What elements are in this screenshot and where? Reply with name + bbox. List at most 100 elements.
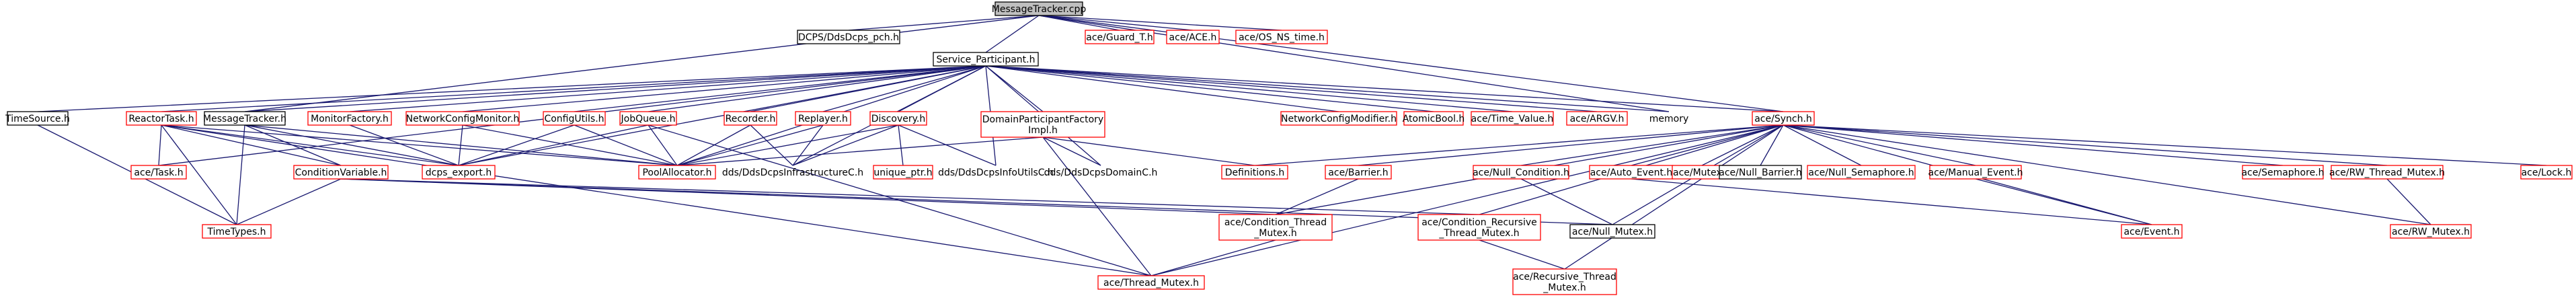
node-null-barrier[interactable]: ace/Null_Barrier.h: [1719, 165, 1802, 180]
node-semaphore[interactable]: ace/Semaphore.h: [2241, 165, 2325, 180]
edge-domain-participant-factory-impl-to-definitions: [1042, 137, 1255, 166]
node-info-utils-c: dds/DdsDcpsInfoUtilsC.h: [938, 167, 1054, 178]
node-label: ace/Lock.h: [2522, 167, 2572, 178]
node-ace-task[interactable]: ace/Task.h: [130, 165, 187, 180]
node-label: DCPS/DdsDcps_pch.h: [798, 32, 899, 43]
node-synch[interactable]: ace/Synch.h: [1752, 111, 1815, 126]
node-condition-thread-mutex[interactable]: ace/Condition_Thread_Mutex.h: [1218, 214, 1333, 241]
node-rw-mutex[interactable]: ace/RW_Mutex.h: [2390, 224, 2472, 239]
node-ace-event[interactable]: ace/Event.h: [2121, 224, 2183, 239]
node-box: [1403, 111, 1464, 126]
edge-service-participant-to-monitor-factory: [349, 65, 986, 112]
node-condition-variable[interactable]: ConditionVariable.h: [293, 165, 389, 180]
node-ace-lock[interactable]: ace/Lock.h: [2520, 165, 2573, 180]
node-label: ace/Synch.h: [1754, 114, 1812, 124]
node-label: dds/DdsDcpsInfrastructureC.h: [722, 167, 863, 178]
node-reactor-task[interactable]: ReactorTask.h: [126, 111, 197, 126]
node-label: ace/RW_Thread_Mutex.h: [2329, 167, 2445, 178]
node-box: [293, 165, 389, 180]
node-job-queue[interactable]: JobQueue.h: [619, 111, 677, 126]
node-label: Replayer.h: [798, 114, 848, 124]
edge-reactor-task-to-dcps-export: [161, 124, 459, 166]
node-box: [1807, 165, 1916, 180]
node-label: AtomicBool.h: [1403, 114, 1465, 124]
node-monitor-factory[interactable]: MonitorFactory.h: [307, 111, 392, 126]
node-box: [1752, 111, 1815, 126]
node-label: Recorder.h: [726, 114, 776, 124]
edge-recorder-to-infrastructure-c: [750, 124, 793, 166]
node-dcps-pch[interactable]: DCPS/DdsDcps_pch.h: [797, 30, 900, 44]
node-network-config-monitor[interactable]: NetworkConfigMonitor.h: [405, 111, 520, 126]
edge-condition-variable-to-condition-recursive-thread-mutex: [340, 178, 1480, 215]
node-guard-t[interactable]: ace/Guard_T.h: [1085, 30, 1155, 44]
node-time-value[interactable]: ace/Time_Value.h: [1471, 111, 1554, 126]
node-label: ace/Semaphore.h: [2241, 167, 2324, 178]
edge-discovery-to-pool-allocator: [676, 124, 899, 166]
node-config-utils[interactable]: ConfigUtils.h: [543, 111, 606, 126]
node-null-semaphore[interactable]: ace/Null_Semaphore.h: [1807, 165, 1916, 180]
node-label: ace/ACE.h: [1169, 32, 1217, 43]
node-label: memory: [1649, 114, 1689, 124]
edge-message-tracker-cpp-to-service-participant: [985, 15, 1040, 53]
edge-message-tracker-cpp-to-os-ns-time: [1038, 15, 1282, 31]
node-message-tracker-h[interactable]: MessageTracker.h: [203, 111, 286, 126]
node-box: [2242, 165, 2324, 180]
node-label: ace/Condition_Thread: [1224, 217, 1327, 228]
node-label: ace/Barrier.h: [1328, 167, 1388, 178]
edge-service-participant-to-job-queue: [648, 65, 986, 112]
node-null-condition[interactable]: ace/Null_Condition.h: [1473, 165, 1569, 180]
node-recorder[interactable]: Recorder.h: [724, 111, 777, 126]
node-domain-c: dds/DdsDcpsDomainC.h: [1044, 167, 1158, 178]
node-definitions[interactable]: Definitions.h: [1221, 165, 1288, 180]
node-discovery[interactable]: Discovery.h: [869, 111, 927, 126]
edge-barrier-to-condition-thread-mutex: [1275, 178, 1359, 215]
node-dcps-export[interactable]: dcps_export.h: [422, 165, 496, 180]
edge-reactor-task-to-time-types: [161, 124, 237, 225]
node-time-source[interactable]: TimeSource.h: [5, 111, 70, 126]
node-atomic-bool[interactable]: AtomicBool.h: [1403, 111, 1465, 126]
node-os-ns-time[interactable]: ace/OS_NS_time.h: [1235, 30, 1328, 44]
node-label: ReactorTask.h: [128, 114, 194, 124]
node-argv[interactable]: ace/ARGV.h: [1566, 111, 1628, 126]
edge-reactor-task-to-ace-task: [158, 124, 162, 166]
node-time-types[interactable]: TimeTypes.h: [202, 224, 272, 239]
edge-reactor-task-to-condition-variable: [161, 124, 342, 166]
node-box: [724, 111, 777, 126]
node-service-participant[interactable]: Service_Participant.h: [933, 52, 1039, 67]
node-thread-mutex[interactable]: ace/Thread_Mutex.h: [1097, 275, 1205, 290]
node-box: [1569, 224, 1655, 239]
edge-auto-event-to-ace-event: [1631, 178, 2152, 225]
node-auto-event[interactable]: ace/Auto_Event.h: [1589, 165, 1674, 180]
node-box: [202, 224, 272, 239]
node-box: [1417, 214, 1541, 241]
node-label: _Mutex.h: [1543, 282, 1586, 293]
node-box: [1471, 111, 1554, 126]
node-barrier[interactable]: ace/Barrier.h: [1325, 165, 1392, 180]
node-manual-event[interactable]: ace/Manual_Event.h: [1928, 165, 2023, 180]
node-message-tracker-cpp[interactable]: MessageTracker.cpp: [992, 1, 1087, 16]
node-network-config-modifier[interactable]: NetworkConfigModifier.h: [1280, 111, 1397, 126]
node-label: Discovery.h: [871, 114, 926, 124]
edge-service-participant-to-argv: [985, 65, 1598, 112]
node-null-mutex[interactable]: ace/Null_Mutex.h: [1569, 224, 1655, 239]
node-condition-recursive-thread-mutex[interactable]: ace/Condition_Recursive_Thread_Mutex.h: [1417, 214, 1541, 241]
node-ace-h[interactable]: ace/ACE.h: [1166, 30, 1220, 44]
node-label: NetworkConfigModifier.h: [1281, 114, 1397, 124]
node-label: ace/RW_Mutex.h: [2392, 227, 2470, 237]
edge-discovery-to-info-utils-c: [898, 124, 997, 166]
edge-network-config-monitor-to-dcps-export: [458, 124, 463, 166]
node-box: [797, 30, 900, 44]
node-unique-ptr[interactable]: unique_ptr.h: [873, 165, 933, 180]
node-box: [126, 111, 197, 126]
node-rw-thread-mutex[interactable]: ace/RW_Thread_Mutex.h: [2329, 165, 2445, 180]
node-box: [130, 165, 187, 180]
node-replayer[interactable]: Replayer.h: [795, 111, 851, 126]
node-recursive-thread-mutex[interactable]: ace/Recursive_Thread_Mutex.h: [1512, 268, 1617, 295]
edge-service-participant-to-reactor-task: [161, 65, 986, 112]
node-label: ace/Null_Barrier.h: [1719, 167, 1801, 178]
node-box: [795, 111, 851, 126]
edge-message-tracker-cpp-to-message-tracker-h: [244, 15, 1040, 112]
node-pool-allocator[interactable]: PoolAllocator.h: [638, 165, 716, 180]
